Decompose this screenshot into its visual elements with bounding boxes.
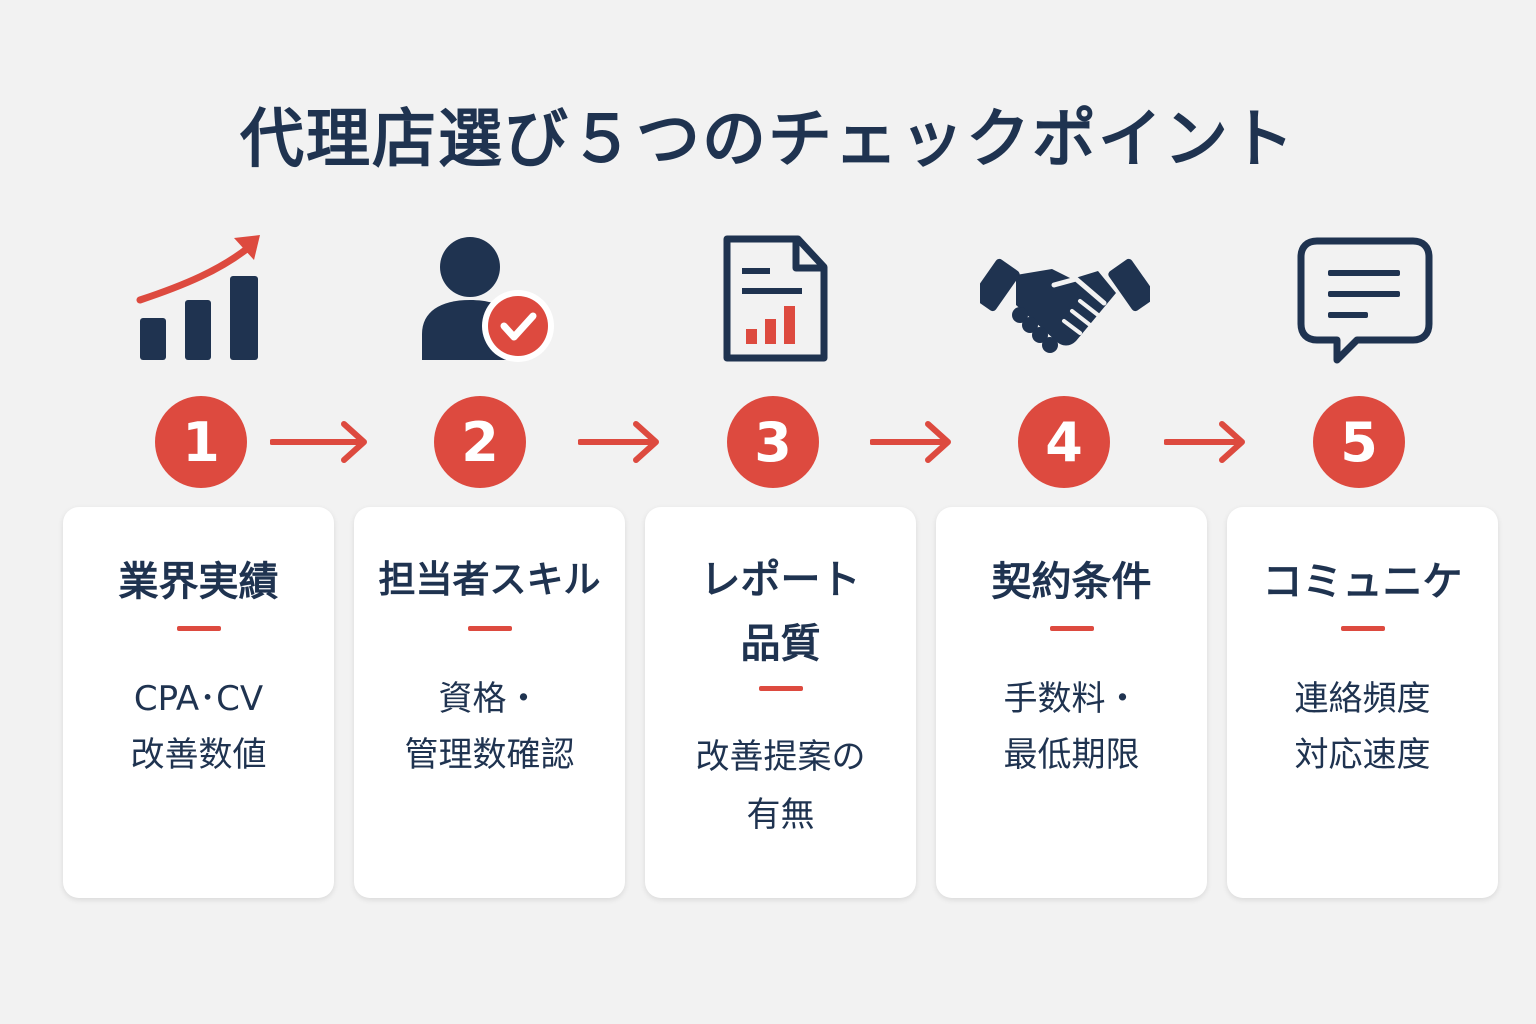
card-description: 手数料・ [1003, 679, 1140, 719]
step-1-number: 1 [155, 396, 247, 488]
report-document-icon [723, 235, 828, 362]
card-description: 管理数確認 [404, 735, 575, 775]
card-divider [176, 626, 221, 631]
card-divider [1340, 626, 1385, 631]
step-card-4: 契約条件 手数料・ 最低期限 [936, 507, 1207, 898]
step-card-2: 担当者スキル 資格・ 管理数確認 [354, 507, 625, 898]
arrow-right-icon [1164, 421, 1245, 463]
step-4-number: 4 [1018, 396, 1110, 488]
chat-bubble-icon [1297, 237, 1433, 364]
card-divider [1049, 626, 1094, 631]
user-check-icon [422, 237, 554, 362]
card-title: 品質 [740, 621, 821, 667]
step-card-1: 業界実績 CPA･CV 改善数値 [63, 507, 334, 898]
arrow-right-icon [270, 421, 367, 463]
card-description: 資格・ [438, 679, 541, 719]
card-title: 契約条件 [991, 559, 1152, 605]
card-title: コミュニケ [1262, 559, 1463, 605]
step-card-5: コミュニケ 連絡頻度 対応速度 [1227, 507, 1498, 898]
card-description: 連絡頻度 [1294, 679, 1431, 719]
arrow-right-icon [578, 421, 659, 463]
step-5-number: 5 [1313, 396, 1405, 488]
card-divider [758, 686, 803, 691]
growth-chart-icon [136, 235, 260, 360]
card-title: 担当者スキル [378, 558, 601, 601]
step-card-3: レポート 品質 改善提案の 有無 [645, 507, 916, 898]
handshake-icon [980, 258, 1150, 353]
card-description: 改善提案の [695, 737, 866, 777]
card-description: 対応速度 [1294, 735, 1431, 775]
card-description: CPA･CV [133, 679, 264, 719]
step-3-number: 3 [727, 396, 819, 488]
arrow-right-icon [870, 421, 951, 463]
card-title: 業界実績 [118, 559, 279, 605]
card-divider [467, 626, 512, 631]
card-description: 改善数値 [130, 735, 267, 775]
card-description: 有無 [746, 795, 815, 835]
card-title: レポート [700, 557, 861, 603]
step-2-number: 2 [434, 396, 526, 488]
page-title: 代理店選び５つのチェックポイント [240, 103, 1296, 177]
card-description: 最低期限 [1003, 735, 1140, 775]
